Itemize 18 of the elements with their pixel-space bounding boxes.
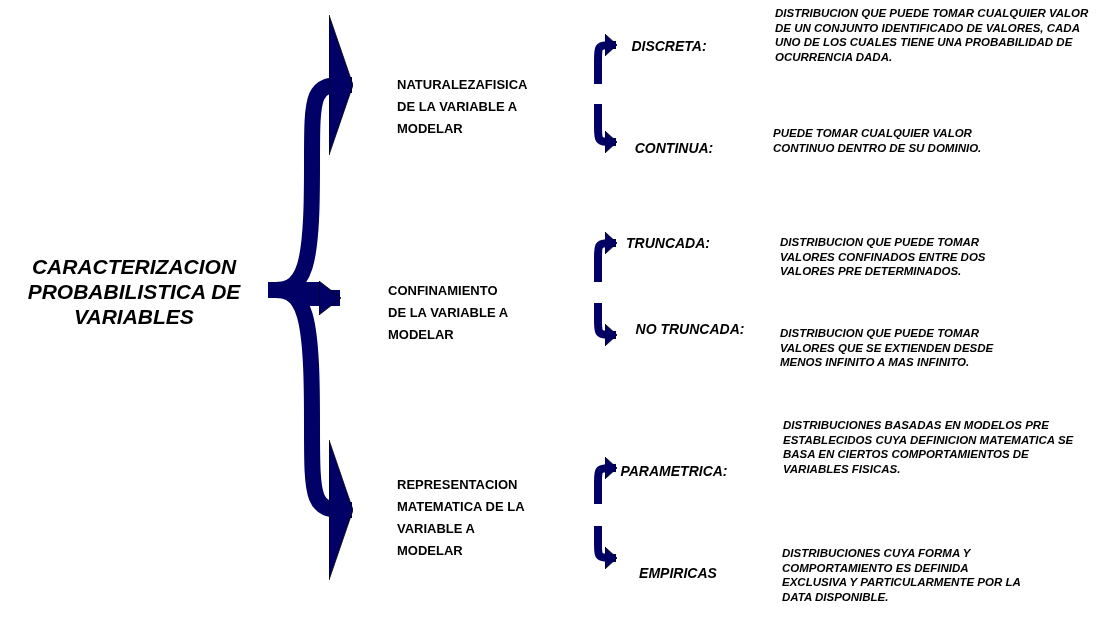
description-text: DISTRIBUCION QUE PUEDE TOMAR VALORES CONFINADOS ENTRE DOS VALORES PRE DETERMINADOS. [780, 235, 987, 279]
type-label: TRUNCADA: [625, 234, 711, 252]
title-text: CARACTERIZACION PROBABILISTICA DE VARIABLES [26, 254, 242, 329]
category-label: REPRESENTACION MATEMATICA DE LA VARIABLE A MODELAR [397, 476, 526, 560]
description-text: PUEDE TOMAR CUALQUIER VALOR CONTINUO DENTRO DE SU DOMINIO. [773, 126, 983, 155]
type-label: DISCRETA: [630, 37, 708, 55]
category-label: CONFINAMIENTO DE LA VARIABLE A MODELAR [388, 282, 509, 344]
description-text: DISTRIBUCIONES CUYA FORMA Y COMPORTAMIENTO ES DEFINIDA EXCLUSIVA Y PARTICULARMENTE POR LA DATA DISPONIBLE. [782, 546, 1022, 604]
type-label: PARAMETRICA: [619, 462, 729, 480]
type-label: NO TRUNCADA: [634, 320, 746, 338]
type-label: EMPIRICAS [638, 564, 718, 582]
description-text: DISTRIBUCION QUE PUEDE TOMAR CUALQUIER VALOR DE UN CONJUNTO IDENTIFICADO DE VALORES, CADA UNO DE LOS CUALES TIENE UNA PROBABILIDAD DE OCURRENCIA DADA. [775, 6, 1090, 64]
arrow [594, 302, 619, 347]
arrow [594, 525, 619, 570]
description-text: DISTRIBUCION QUE PUEDE TOMAR VALORES QUE SE EXTIENDEN DESDE MENOS INFINITO A MAS INFINITO. [780, 326, 995, 370]
category-label: NATURALEZAFISICA DE LA VARIABLE A MODELAR [397, 76, 528, 138]
type-label: CONTINUA: [633, 139, 715, 157]
description-text: DISTRIBUCIONES BASADAS EN MODELOS PRE ESTABLECIDOS CUYA DEFINICION MATEMATICA SE BASA EN CIERTOS COMPORTAMIENTOS DE VARIABLES FISICAS. [783, 418, 1075, 476]
